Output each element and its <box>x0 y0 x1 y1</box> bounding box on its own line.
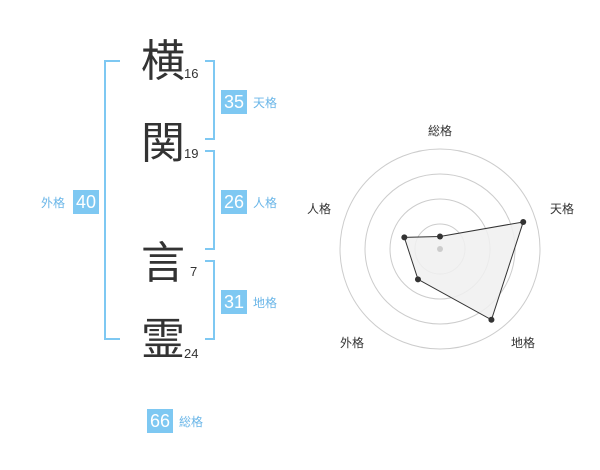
jinkaku-label: 人格 <box>253 196 278 210</box>
char-1-strokes: 16 <box>184 66 199 81</box>
char-3: 言 <box>141 238 185 289</box>
tenkaku-label: 天格 <box>253 96 278 110</box>
radar-axis-label-soukaku: 総格 <box>428 124 453 138</box>
gaikaku-bracket <box>104 60 120 340</box>
radar-point-2 <box>520 218 527 225</box>
gaikaku-value: 40 <box>73 190 99 214</box>
radar-ring <box>364 173 516 325</box>
chikaku-bracket <box>205 260 215 340</box>
char-4-strokes: 24 <box>184 346 199 361</box>
tenkaku-bracket <box>205 60 215 140</box>
radar-point-4 <box>414 276 421 283</box>
chikaku-label: 地格 <box>253 296 278 310</box>
radar-center <box>437 246 443 252</box>
radar-ring <box>339 148 541 350</box>
jinkaku-bracket <box>205 150 215 250</box>
char-2-strokes: 19 <box>184 146 199 161</box>
radar-point-1 <box>437 233 443 240</box>
gaikaku-label: 外格 <box>41 196 66 210</box>
char-2: 関 <box>141 118 185 169</box>
jinkaku-value: 26 <box>221 190 247 214</box>
radar-area <box>403 221 524 321</box>
char-3-strokes: 7 <box>190 264 198 279</box>
radar-point-5 <box>401 234 408 241</box>
chikaku-value: 31 <box>221 290 247 314</box>
radar-axis-label-gaikaku: 外格 <box>340 336 365 350</box>
soukaku-label: 総格 <box>179 415 204 429</box>
char-1: 横 <box>141 36 185 87</box>
radar-axis-label-jinkaku: 人格 <box>307 202 332 216</box>
char-4: 霊 <box>141 314 185 365</box>
soukaku-value: 66 <box>147 409 173 433</box>
tenkaku-value: 35 <box>221 90 247 114</box>
radar-axis-label-chikaku: 地格 <box>511 336 536 350</box>
radar-axis-label-tenkaku: 天格 <box>550 202 575 216</box>
radar-point-3 <box>488 316 495 323</box>
